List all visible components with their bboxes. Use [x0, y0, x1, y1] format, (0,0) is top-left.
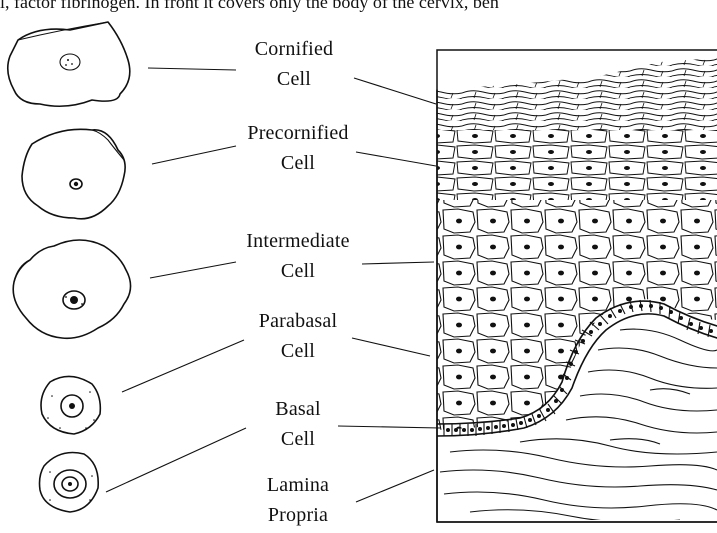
- label-intermediate-line1: Intermediate: [228, 226, 368, 256]
- label-cornified-line1: Cornified: [224, 34, 364, 64]
- parabasal-cell-drawing: [41, 376, 100, 434]
- label-cornified-line2: Cell: [224, 64, 364, 94]
- label-precornified-line2: Cell: [228, 148, 368, 178]
- label-intermediate-line2: Cell: [228, 256, 368, 286]
- label-basal-line1: Basal: [228, 394, 368, 424]
- label-parabasal-cell: Parabasal Cell: [228, 306, 368, 366]
- label-intermediate-cell: Intermediate Cell: [228, 226, 368, 286]
- cornified-cell-drawing: [8, 22, 130, 106]
- label-basal-cell: Basal Cell: [228, 394, 368, 454]
- label-cornified-cell: Cornified Cell: [224, 34, 364, 94]
- label-parabasal-line2: Cell: [228, 336, 368, 366]
- label-parabasal-line1: Parabasal: [228, 306, 368, 336]
- label-basal-line2: Cell: [228, 424, 368, 454]
- basal-cell-drawing: [40, 453, 99, 513]
- label-lamina-propria: Lamina Propria: [228, 470, 368, 530]
- label-lamina-line1: Lamina: [228, 470, 368, 500]
- label-precornified-cell: Precornified Cell: [228, 118, 368, 178]
- intermediate-cell-drawing: [13, 240, 130, 338]
- tissue-section: [437, 58, 717, 522]
- label-precornified-line1: Precornified: [228, 118, 368, 148]
- precornified-cell-drawing: [22, 129, 125, 219]
- label-lamina-line2: Propria: [228, 500, 368, 530]
